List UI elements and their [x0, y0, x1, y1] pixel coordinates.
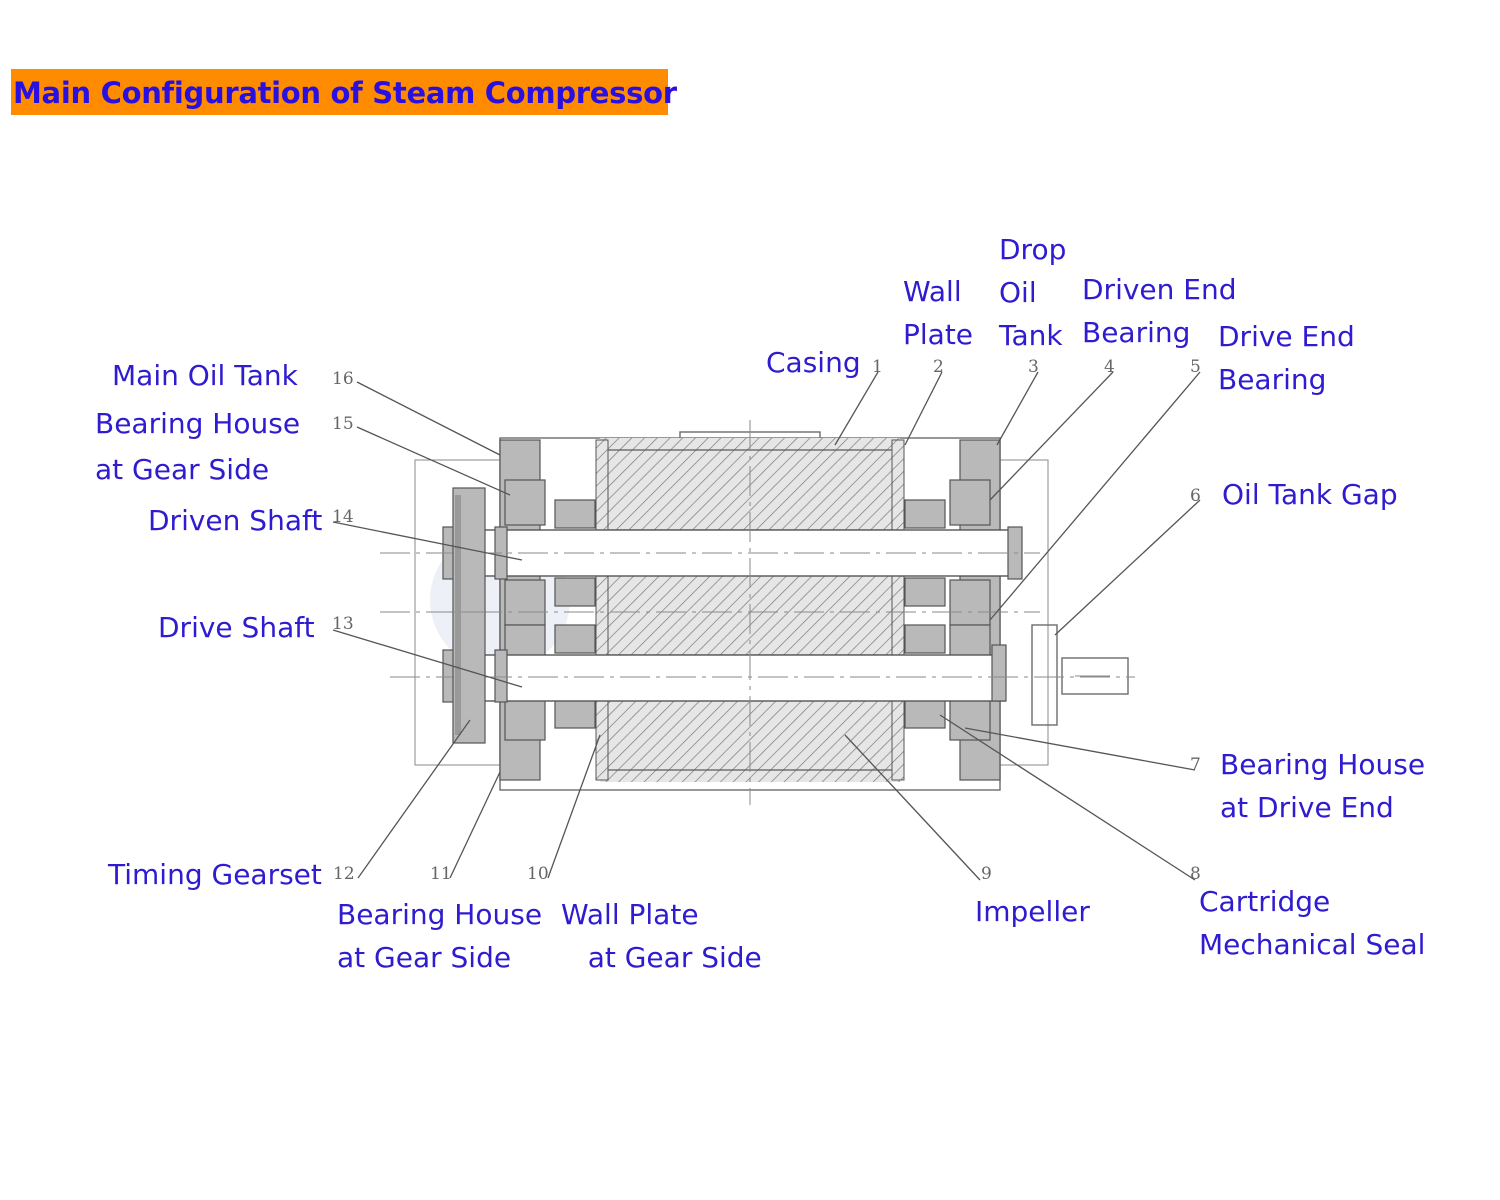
label-cartridge-mechanical-seal: Cartridge Mechanical Seal — [1199, 885, 1426, 961]
drive-end-housing-outline — [999, 459, 1129, 766]
part-number-1: 1 — [872, 357, 883, 377]
part-number-16: 16 — [332, 369, 354, 389]
part-number-14: 14 — [332, 507, 354, 527]
label-drive-end-bearing: Drive End Bearing — [1218, 320, 1355, 396]
label-drive-shaft: Drive Shaft — [158, 611, 315, 644]
part-number-5: 5 — [1190, 357, 1201, 377]
part-number-8: 8 — [1190, 864, 1201, 884]
label-main-oil-tank: Main Oil Tank — [112, 359, 298, 392]
leader-lines — [332, 371, 1201, 881]
part-number-13: 13 — [332, 614, 354, 634]
label-impeller: Impeller — [975, 895, 1090, 928]
label-oil-tank-gap: Oil Tank Gap — [1222, 478, 1398, 511]
label-timing-gearset: Timing Gearset — [108, 858, 322, 891]
label-wall-plate-gear-side: Wall Plate at Gear Side — [561, 898, 762, 974]
label-bearing-house-gear-side-bottom: Bearing House at Gear Side — [337, 898, 543, 974]
part-number-6: 6 — [1190, 486, 1201, 506]
label-bearing-house-drive-end: Bearing House at Drive End — [1220, 748, 1426, 824]
page-title: Main Configuration of Steam Compressor — [13, 76, 677, 110]
part-number-12: 12 — [333, 864, 355, 884]
part-number-15: 15 — [332, 414, 354, 434]
part-number-4: 4 — [1104, 357, 1115, 377]
driven-shaft — [380, 526, 1040, 580]
label-drop-oil-tank: Drop Oil Tank — [999, 233, 1067, 352]
part-number-11: 11 — [430, 864, 452, 884]
label-casing: Casing — [766, 346, 861, 379]
part-number-7: 7 — [1190, 755, 1201, 775]
bearings — [504, 479, 991, 741]
label-driven-end-bearing: Driven End Bearing — [1082, 273, 1237, 349]
label-driven-shaft: Driven Shaft — [148, 504, 323, 537]
label-wall-plate: Wall Plate — [903, 275, 974, 351]
timing-gearset — [452, 487, 486, 744]
part-number-3: 3 — [1028, 357, 1039, 377]
title-banner: Main Configuration of Steam Compressor — [11, 69, 677, 115]
part-number-10: 10 — [527, 864, 549, 884]
label-bearing-house-gear-side-top: Bearing House at Gear Side — [95, 407, 301, 486]
part-number-9: 9 — [981, 864, 992, 884]
part-number-2: 2 — [933, 357, 944, 377]
